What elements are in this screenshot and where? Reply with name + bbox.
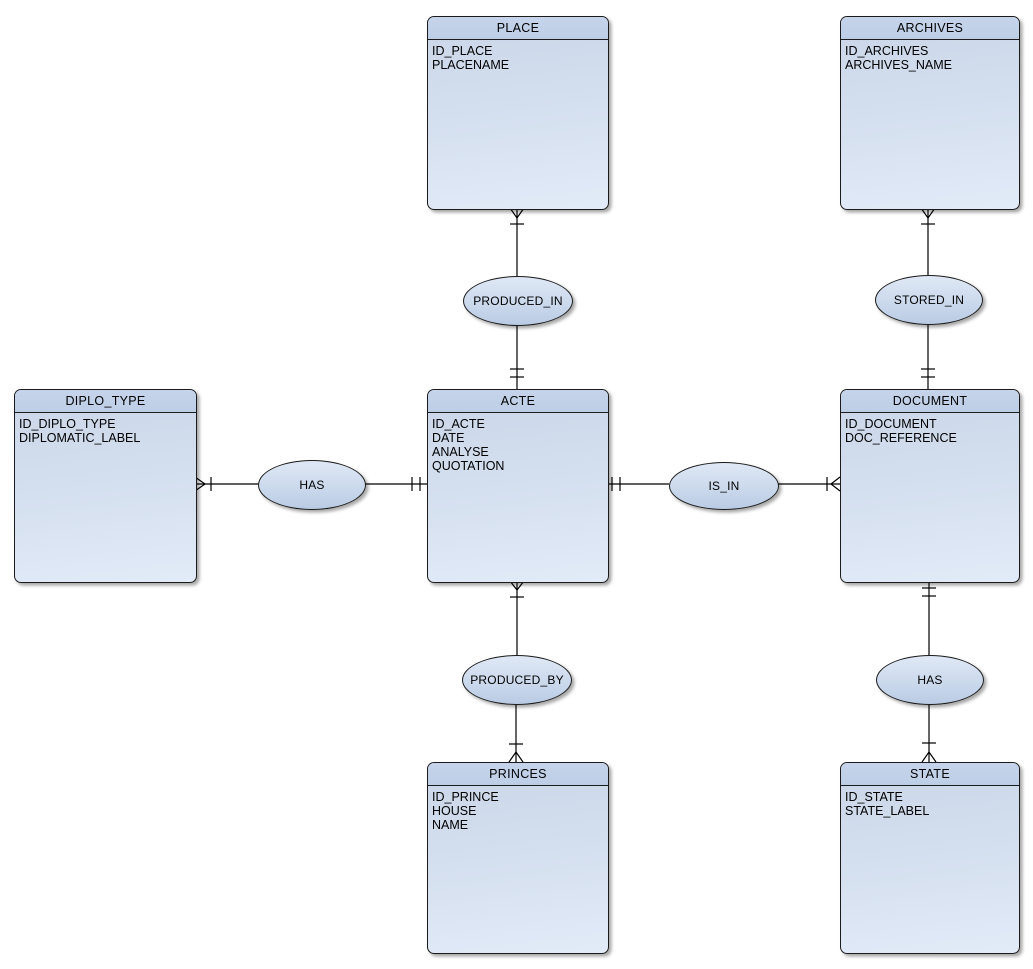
relationship-has-document-state[interactable]: HAS: [876, 655, 984, 705]
entity-state[interactable]: STATE ID_STATE STATE_LABEL: [840, 762, 1020, 954]
entity-document[interactable]: DOCUMENT ID_DOCUMENT DOC_REFERENCE: [840, 389, 1020, 583]
connector-has-acte[interactable]: [364, 477, 427, 491]
relationship-label: PRODUCED_IN: [473, 294, 563, 308]
entity-archives-title: ARCHIVES: [841, 17, 1019, 40]
relationship-label: HAS: [917, 673, 943, 687]
connector-acte-is-in[interactable]: [607, 477, 669, 491]
entity-document-title: DOCUMENT: [841, 390, 1019, 413]
connector-is-in-document[interactable]: [777, 476, 841, 492]
attribute: ID_ACTE: [432, 417, 485, 431]
entity-state-title: STATE: [841, 763, 1019, 786]
relationship-label: IS_IN: [708, 479, 740, 493]
attribute: HOUSE: [432, 804, 477, 818]
entity-acte-title: ACTE: [428, 390, 608, 413]
connector-diplo-type-has[interactable]: [194, 476, 258, 492]
attribute: QUOTATION: [432, 459, 505, 473]
entity-princes-title: PRINCES: [428, 763, 608, 786]
attribute: ID_DIPLO_TYPE: [19, 417, 116, 431]
relationship-produced-by[interactable]: PRODUCED_BY: [462, 655, 572, 705]
entity-diplo-type[interactable]: DIPLO_TYPE ID_DIPLO_TYPE DIPLOMATIC_LABE…: [14, 389, 197, 583]
attribute: ARCHIVES_NAME: [845, 58, 952, 72]
connector-place-produced-in[interactable]: [509, 207, 525, 276]
entity-archives[interactable]: ARCHIVES ID_ARCHIVES ARCHIVES_NAME: [840, 16, 1020, 210]
attribute: DOC_REFERENCE: [845, 431, 957, 445]
entity-place[interactable]: PLACE ID_PLACE PLACENAME: [427, 16, 609, 210]
entity-place-title: PLACE: [428, 17, 608, 40]
attribute: DATE: [432, 431, 465, 445]
connector-produced-by-princes[interactable]: [508, 703, 524, 763]
attribute: DIPLOMATIC_LABEL: [19, 431, 141, 445]
relationship-is-in[interactable]: IS_IN: [669, 462, 779, 510]
entity-acte[interactable]: ACTE ID_ACTE DATE ANALYSE QUOTATION: [427, 389, 609, 583]
attribute: ID_STATE: [845, 790, 903, 804]
attribute: ANALYSE: [432, 445, 489, 459]
connector-has-state[interactable]: [921, 703, 937, 763]
relationship-has-diplo-acte[interactable]: HAS: [258, 460, 366, 510]
connector-stored-in-document[interactable]: [921, 323, 935, 389]
relationship-stored-in[interactable]: STORED_IN: [875, 275, 983, 325]
relationship-label: PRODUCED_BY: [470, 673, 564, 687]
attribute: ID_ARCHIVES: [845, 44, 929, 58]
connector-produced-in-acte[interactable]: [510, 324, 524, 389]
attribute: STATE_LABEL: [845, 804, 930, 818]
attribute: ID_PRINCE: [432, 790, 499, 804]
relationship-label: HAS: [299, 478, 325, 492]
attribute: NAME: [432, 818, 469, 832]
attribute: ID_PLACE: [432, 44, 493, 58]
connector-acte-produced-by[interactable]: [509, 580, 525, 655]
relationship-label: STORED_IN: [893, 293, 965, 307]
connector-archives-stored-in[interactable]: [920, 207, 936, 275]
entity-princes[interactable]: PRINCES ID_PRINCE HOUSE NAME: [427, 762, 609, 954]
entity-diplo-type-title: DIPLO_TYPE: [15, 390, 196, 413]
relationship-produced-in[interactable]: PRODUCED_IN: [463, 276, 573, 326]
attribute: PLACENAME: [432, 58, 510, 72]
attribute: ID_DOCUMENT: [845, 417, 937, 431]
connector-document-has[interactable]: [922, 581, 936, 655]
